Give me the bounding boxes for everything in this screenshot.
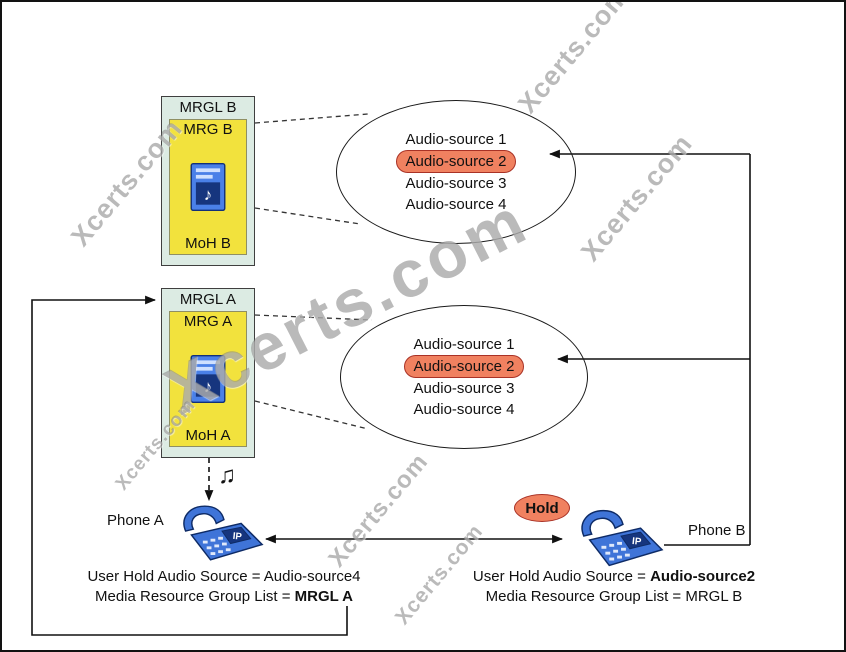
dashed-link-mrga-top	[254, 314, 373, 321]
phone-a-caption-line1: User Hold Audio Source = Audio-source4	[87, 568, 361, 585]
audio-source-item: Audio-source 4	[413, 401, 515, 418]
phone-a-label: Phone A	[107, 512, 164, 529]
phone-b-label: Phone B	[688, 522, 746, 539]
audio-source-item: Audio-source 4	[405, 196, 507, 213]
dashed-link-mrgb-top	[254, 113, 369, 124]
moh-server-icon	[186, 160, 230, 214]
audio-source-item: Audio-source 3	[413, 380, 515, 397]
mrgl-a-box: MRGL A MRG A MoH A	[161, 288, 255, 458]
mrgl-a-title: MRGL A	[179, 291, 237, 308]
phone-a-mrgl-value: MRGL A	[294, 588, 354, 605]
phone-b-caption-line1: User Hold Audio Source = Audio-source2	[419, 567, 809, 587]
hold-badge: Hold	[514, 494, 570, 522]
audio-source-list-bottom: Audio-source 1 Audio-source 2 Audio-sour…	[340, 305, 588, 449]
audio-source-list-top: Audio-source 1 Audio-source 2 Audio-sour…	[336, 100, 576, 244]
audio-source-item-selected: Audio-source 2	[395, 150, 517, 173]
audio-source-item-selected: Audio-source 2	[403, 355, 525, 378]
phone-a-caption-line2-prefix: Media Resource Group List =	[94, 588, 295, 605]
phone-b-icon	[576, 502, 666, 574]
audio-source-item: Audio-source 1	[405, 131, 507, 148]
mrgl-b-box: MRGL B MRG B MoH B	[161, 96, 255, 266]
audio-source-item: Audio-source 1	[413, 336, 515, 353]
phone-b-caption-line2: Media Resource Group List = MRGL B	[485, 588, 743, 605]
audio-source-highlight: Audio-source 2	[395, 150, 517, 173]
audio-source-item: Audio-source 3	[405, 175, 507, 192]
moh-b-label: MoH B	[185, 235, 231, 252]
phone-b-audio-source-value: Audio-source2	[650, 568, 756, 585]
mrg-a-box: MRG A MoH A	[169, 311, 247, 447]
audio-source-highlight: Audio-source 2	[403, 355, 525, 378]
mrgl-b-title: MRGL B	[179, 99, 237, 116]
phone-a-caption: User Hold Audio Source = Audio-source4 M…	[29, 567, 419, 607]
watermark-text: Xcerts.com	[575, 128, 699, 267]
mrg-b-label: MRG B	[183, 121, 233, 138]
phone-a-caption-line2: Media Resource Group List = MRGL A	[29, 587, 419, 607]
phone-a-icon	[178, 498, 266, 568]
watermark-text: Xcerts.com	[323, 448, 434, 573]
watermark-text: Xcerts.com	[512, 0, 636, 119]
phone-b-caption: User Hold Audio Source = Audio-source2 M…	[419, 567, 809, 607]
mrg-a-label: MRG A	[183, 313, 233, 330]
mrg-b-box: MRG B MoH B	[169, 119, 247, 255]
phone-b-caption-line1-prefix: User Hold Audio Source =	[472, 568, 651, 585]
moh-a-label: MoH A	[185, 427, 231, 444]
music-note-icon: ♫	[218, 462, 236, 489]
moh-server-icon	[186, 352, 230, 406]
dashed-link-mrgb-bottom	[254, 207, 361, 225]
